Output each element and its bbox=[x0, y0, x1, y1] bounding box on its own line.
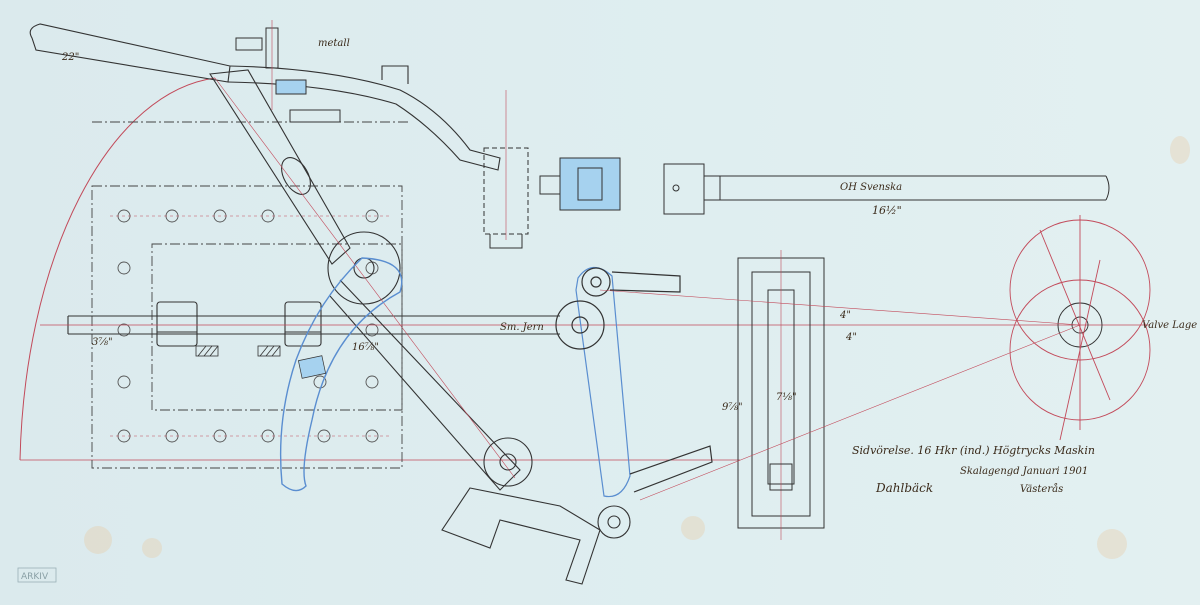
vertical-link bbox=[555, 266, 713, 498]
label-valve-lage: Valve Lage bbox=[1142, 320, 1197, 331]
label-shaft-ht: 16⅞" bbox=[352, 342, 379, 353]
title-line-1: Sidvörelse. 16 Hkr (ind.) Högtrycks Mask… bbox=[852, 444, 1095, 457]
label-total-length: 16½" bbox=[872, 204, 902, 217]
vertical-frame bbox=[737, 250, 825, 540]
diagonal-link bbox=[209, 69, 521, 491]
label-d9: 9⅞" bbox=[722, 402, 743, 413]
title-line-3: Västerås bbox=[1020, 483, 1063, 495]
label-d7: 7⅛" bbox=[776, 392, 797, 403]
hand-lever bbox=[29, 23, 501, 171]
label-d4b: 4" bbox=[845, 332, 857, 343]
signature: Dahlbäck bbox=[875, 481, 933, 495]
curved-arm bbox=[279, 257, 403, 492]
eccentric-circles bbox=[1009, 215, 1151, 441]
valve-rod bbox=[663, 163, 1110, 215]
label-d4: 4" bbox=[839, 310, 851, 321]
paper-stains bbox=[84, 136, 1190, 559]
label-handle-len: 22" bbox=[61, 52, 79, 63]
label-smidd-jern: Sm. Jern bbox=[500, 322, 544, 333]
label-metall: metall bbox=[318, 38, 350, 49]
archive-stamp bbox=[17, 567, 57, 583]
title-line-2: Skalagengd Januari 1901 bbox=[960, 466, 1088, 477]
hatching bbox=[195, 345, 281, 357]
swing-arc bbox=[19, 77, 216, 461]
label-shaft-end: 3⅞" bbox=[92, 337, 113, 348]
section-views bbox=[483, 147, 621, 249]
main-shaft bbox=[67, 301, 560, 347]
label-rod-note: OH Svenska bbox=[840, 182, 902, 193]
bottom-lever bbox=[441, 437, 631, 585]
archive-stamp-text: ARKIV bbox=[21, 572, 49, 582]
frame-inner bbox=[151, 243, 403, 411]
top-bolt bbox=[235, 20, 341, 123]
